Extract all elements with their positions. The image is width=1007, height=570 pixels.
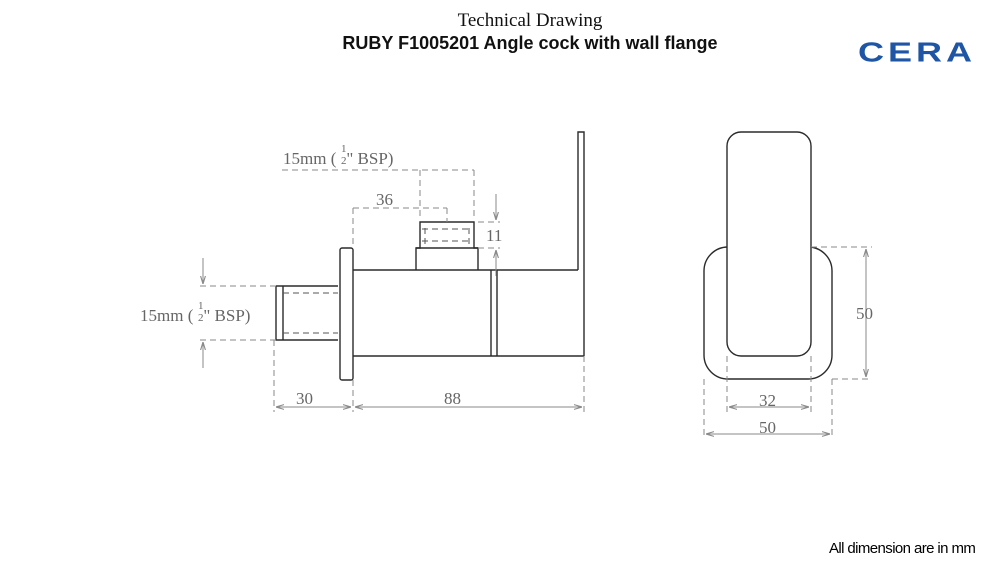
top-size-label: 15mm (" BSP) [283,149,393,168]
hidden-lines [283,228,472,334]
front-dimensions [703,246,872,438]
wall-flange [339,247,354,381]
dim-88-label: 88 [444,389,461,408]
dim-50-width-label: 50 [759,418,776,437]
product-title: RUBY F1005201 Angle cock with wall flang… [342,33,718,53]
dim-36-label: 36 [376,190,393,209]
dim-30-label: 30 [296,389,313,408]
top-size-fraction-den: 2 [341,155,347,167]
side-view: 15mm (" BSP) 1 2 36 11 15mm (" BSP) 1 2 … [140,131,585,412]
dim-50-height-label: 50 [856,304,873,323]
side-view-outline [275,131,585,381]
units-footnote: All dimension are in mm [829,540,976,557]
left-size-fraction-num: 1 [198,300,204,312]
cera-logo: CERA [858,36,977,68]
drawing-type-heading: Technical Drawing [457,10,603,31]
inlet-thread [275,285,338,341]
left-size-fraction-den: 2 [198,312,204,324]
dim-11-label: 11 [486,226,502,245]
front-view: 50 32 50 [703,131,873,438]
dim-32-label: 32 [759,391,776,410]
left-size-label: 15mm (" BSP) [140,306,250,325]
top-size-fraction-num: 1 [341,143,347,155]
front-handle [726,131,812,357]
valve-body [353,131,585,357]
side-dimensions [200,169,585,412]
